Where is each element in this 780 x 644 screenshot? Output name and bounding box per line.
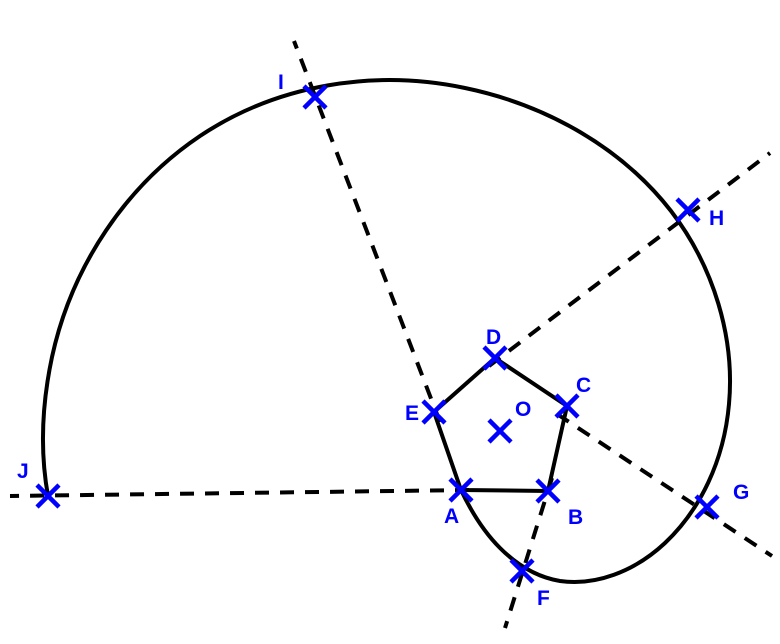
ray-O-through-B-to-F [503, 477, 554, 629]
point-label-a: A [444, 505, 459, 528]
point-label-f: F [537, 587, 550, 610]
point-label-h: H [709, 207, 724, 230]
ray-O-through-A-to-J [9, 488, 470, 498]
point-marker-e [421, 399, 447, 425]
point-label-e: E [405, 402, 419, 425]
ray-O-through-E-to-I [292, 40, 442, 423]
center-label-o: O [515, 398, 531, 421]
point-marker-j [35, 483, 61, 509]
ray-O-through-D-to-H [487, 151, 772, 368]
point-label-j: J [17, 460, 29, 483]
point-label-b: B [568, 506, 583, 529]
ray-O-through-C-to-G [555, 412, 774, 558]
point-marker-h [675, 197, 701, 223]
point-marker-i [302, 84, 328, 110]
point-label-g: G [733, 481, 749, 504]
point-marker-group [35, 84, 720, 584]
point-marker-g [694, 494, 720, 520]
point-marker-f [509, 558, 535, 584]
ray-group [9, 40, 774, 629]
point-marker-a [448, 477, 474, 503]
point-label-i: I [278, 71, 284, 94]
pentagon-ABCDE [431, 355, 570, 494]
point-label-d: D [486, 326, 501, 349]
archimedean-spiral-curve [41, 78, 732, 584]
point-marker-d [482, 345, 508, 371]
point-marker-c [554, 393, 580, 419]
point-marker-b [535, 478, 561, 504]
point-label-group: A B C D E F G H I J O [17, 71, 749, 610]
point-label-c: C [576, 374, 591, 397]
center-marker-o [487, 418, 513, 444]
